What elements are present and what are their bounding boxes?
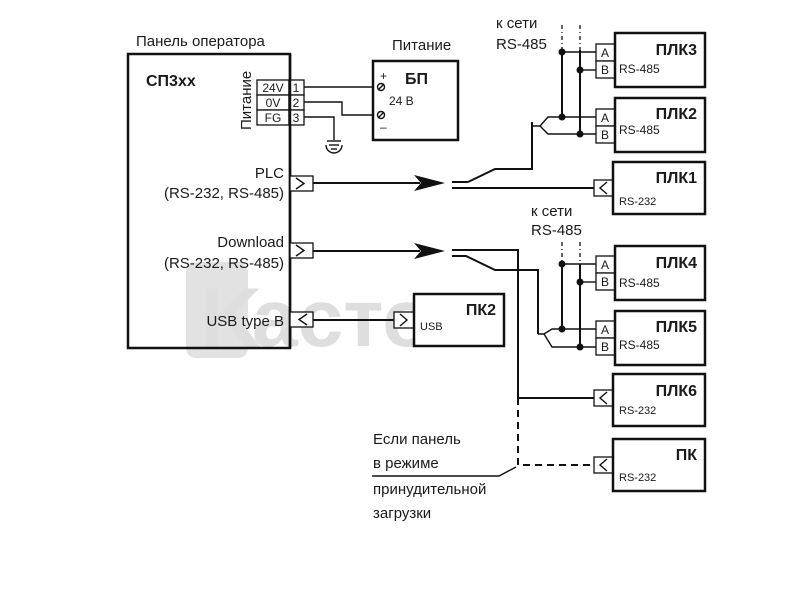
device-name: ПЛК1 — [656, 170, 697, 187]
device-iface: RS-485 — [619, 338, 660, 352]
terminal-fg: FG — [265, 111, 282, 125]
wire-fg — [304, 116, 335, 140]
pin-b: B — [601, 340, 609, 354]
port-download-iface: (RS-232, RS-485) — [164, 255, 284, 272]
usb-port-connector-icon[interactable] — [289, 311, 314, 328]
device-pk[interactable]: ПК RS-232 — [593, 437, 707, 493]
rs232-connector-icon — [598, 391, 608, 405]
pin-b: B — [601, 128, 609, 142]
pin-a: A — [601, 111, 609, 125]
forced-download-note: Если панель в режиме принудительной загр… — [372, 431, 517, 522]
plc-port-connector-icon[interactable] — [289, 175, 314, 192]
plc-rs485-branch — [467, 122, 533, 183]
psu-voltage: 24 В — [389, 94, 414, 108]
device-iface: USB — [420, 321, 443, 333]
pin-a: A — [601, 323, 609, 337]
device-plk3[interactable]: A B ПЛК3 RS-485 — [595, 31, 707, 89]
device-iface: RS-232 — [619, 472, 656, 484]
terminal-1: 1 — [293, 81, 300, 95]
device-pk2[interactable]: ПК2 USB — [393, 292, 506, 348]
network2-line2: RS-485 — [531, 222, 582, 239]
device-plk6[interactable]: ПЛК6 RS-232 — [593, 372, 707, 428]
device-iface: RS-485 — [619, 62, 660, 76]
device-iface: RS-232 — [619, 196, 656, 208]
device-plk1[interactable]: ПЛК1 RS-232 — [593, 160, 707, 216]
psu-caption: Питание — [392, 37, 451, 54]
power-terminal-block: 24V 1 0V 2 FG 3 — [256, 79, 305, 126]
note-line-4: загрузки — [373, 505, 431, 522]
panel-power-label: Питание — [238, 71, 255, 130]
note-leader-line — [372, 466, 517, 477]
device-name: ПЛК2 — [656, 106, 697, 123]
rs232-connector-icon — [598, 458, 608, 472]
device-iface: RS-485 — [619, 123, 660, 137]
ground-icon — [325, 140, 343, 154]
pin-b: B — [601, 63, 609, 77]
terminal-0v: 0V — [266, 96, 281, 110]
download-port-connector-icon[interactable] — [289, 242, 314, 259]
watermark-k: K — [200, 271, 262, 367]
network2-line1: к сети — [531, 203, 572, 220]
device-name: ПЛК3 — [656, 42, 697, 59]
note-line-2: в режиме — [373, 455, 439, 472]
device-plk5[interactable]: A B ПЛК5 RS-485 — [595, 309, 707, 367]
psu-minus: – — [380, 120, 387, 134]
device-name: ПК — [676, 447, 698, 464]
panel-model: СП3хх — [146, 73, 196, 90]
note-line-1: Если панель — [373, 431, 461, 448]
port-plc-label: PLC — [255, 165, 284, 182]
panel-caption: Панель оператора — [136, 33, 266, 50]
psu-terminal-minus-icon — [376, 110, 386, 120]
power-supply-box[interactable] — [371, 59, 460, 142]
psu-plus: + — [380, 69, 387, 83]
port-download-label: Download — [217, 234, 284, 251]
network1-line1: к сети — [496, 15, 537, 32]
download-rs232-branch — [452, 249, 519, 398]
rs232-connector-icon — [598, 181, 608, 195]
port-plc-iface: (RS-232, RS-485) — [164, 185, 284, 202]
network1-line2: RS-485 — [496, 36, 547, 53]
device-iface: RS-232 — [619, 405, 656, 417]
note-line-3: принудительной — [373, 481, 486, 498]
psu-terminal-plus-icon — [376, 82, 386, 92]
forced-download-link — [517, 398, 594, 466]
plc-arrow-icon — [414, 175, 445, 191]
port-usb-label: USB type B — [206, 313, 284, 330]
download-rs485-branch — [452, 255, 539, 334]
device-name: ПК2 — [466, 302, 496, 319]
download-arrow-icon — [414, 243, 445, 259]
device-name: ПЛК5 — [656, 319, 697, 336]
device-iface: RS-485 — [619, 276, 660, 290]
device-name: ПЛК6 — [656, 383, 697, 400]
pin-a: A — [601, 258, 609, 272]
pin-a: A — [601, 46, 609, 60]
device-plk2[interactable]: A B ПЛК2 RS-485 — [595, 96, 707, 154]
psu-name: БП — [405, 71, 428, 88]
device-plk4[interactable]: A B ПЛК4 RS-485 — [595, 244, 707, 302]
usb-connector-icon — [399, 313, 409, 327]
terminal-3: 3 — [293, 111, 300, 125]
wire-0v — [304, 101, 376, 116]
terminal-2: 2 — [293, 96, 300, 110]
watermark-badge — [186, 262, 248, 358]
device-name: ПЛК4 — [656, 255, 697, 272]
pin-b: B — [601, 275, 609, 289]
terminal-24v: 24V — [262, 81, 283, 95]
